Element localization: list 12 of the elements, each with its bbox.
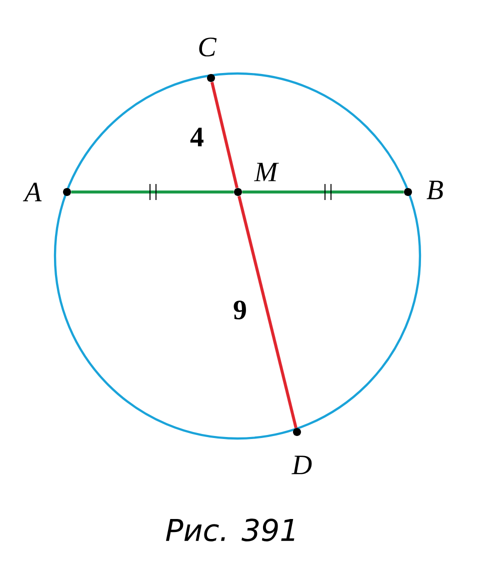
point-label: A bbox=[22, 182, 42, 202]
line-segment bbox=[238, 196, 298, 428]
length-label: 9 bbox=[234, 300, 246, 320]
length-label: 4 bbox=[190, 128, 204, 146]
figure-caption: Рис. 391 bbox=[166, 518, 294, 542]
line-segment bbox=[242, 190, 404, 194]
point-label: M bbox=[254, 162, 279, 182]
point-label: D bbox=[292, 456, 312, 474]
point-label: B bbox=[426, 180, 443, 200]
point-label: C bbox=[199, 38, 217, 56]
line-segment bbox=[210, 82, 238, 188]
line-segment bbox=[71, 190, 234, 194]
